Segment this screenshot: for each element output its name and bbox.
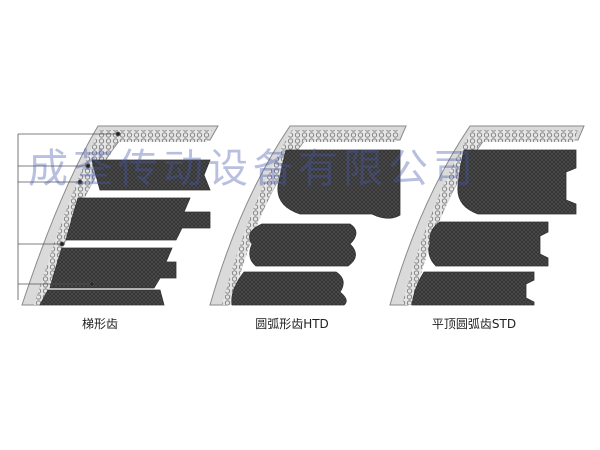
belt-std-cord-layer [402,130,578,305]
belt-trapezoidal-teeth [39,159,211,306]
belt-htd-teeth [231,149,401,306]
label-std: 平顶圆弧齿STD [431,317,517,331]
belt-trapezoidal [17,125,219,306]
belt-trapezoidal-cord-layer [34,130,212,305]
belt-trapezoidal-leader-lines [17,131,121,300]
label-trapezoidal: 梯形齿 [81,317,118,331]
belt-std-teeth [411,149,577,306]
belt-htd-cord-layer [222,130,400,305]
belt-htd [209,125,407,306]
belt-std [389,125,585,306]
label-htd: 圆弧形齿HTD [255,317,329,331]
